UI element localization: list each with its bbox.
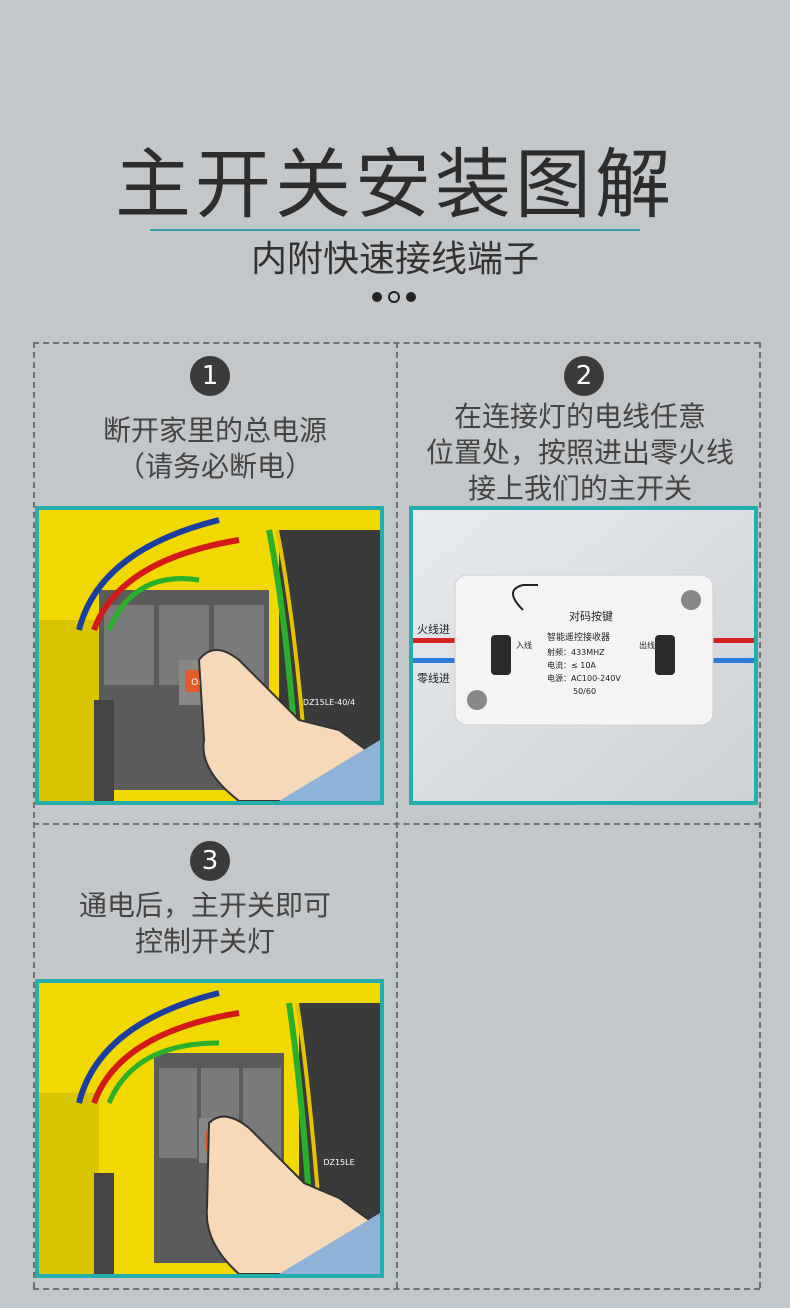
- step-2-number: 2: [564, 356, 604, 396]
- receiver-pair-key: 对码按键: [569, 609, 613, 623]
- step-1-number: 1: [190, 356, 230, 396]
- step-3-text: 通电后，主开关即可 控制开关灯: [40, 888, 370, 960]
- receiver-in-label: 入线: [516, 640, 532, 650]
- step-2-text: 在连接灯的电线任意 位置处，按照进出零火线 接上我们的主开关: [400, 399, 760, 507]
- grid-divider: [33, 342, 35, 1288]
- step-2-line1: 在连接灯的电线任意: [453, 400, 706, 433]
- live-in-label: 火线进: [417, 622, 450, 636]
- step-1-breaker-photo: ON DZ15LE-40/4: [35, 506, 384, 805]
- grid-divider: [33, 1288, 760, 1290]
- pager-dot: [372, 292, 382, 302]
- breaker-on-label: ON: [191, 678, 205, 688]
- neutral-in-label: 零线进: [417, 671, 450, 685]
- step-1-text: 断开家里的总电源 （请务必断电）: [40, 413, 390, 485]
- pager-dot: [406, 292, 416, 302]
- receiver-out-label: 出线: [639, 640, 655, 650]
- step-2-line3: 接上我们的主开关: [467, 472, 692, 505]
- step-2-line2: 位置处，按照进出零火线: [425, 436, 734, 469]
- step-3-breaker-photo: DZ15LE: [35, 979, 384, 1278]
- breaker-model-label: DZ15LE-40/4: [303, 698, 355, 707]
- step-1-line1: 断开家里的总电源: [102, 414, 327, 447]
- page-title: 主开关安装图解: [115, 140, 675, 229]
- step-3-line1: 通电后，主开关即可: [78, 889, 331, 922]
- receiver-hz: 50/60: [573, 687, 596, 696]
- receiver-current: 电流：≤ 10A: [547, 660, 596, 670]
- breaker-model-label-short: DZ15LE: [323, 1158, 354, 1167]
- page-subtitle: 内附快速接线端子: [250, 239, 539, 280]
- grid-divider: [396, 342, 398, 1288]
- step-3-line2: 控制开关灯: [134, 925, 275, 958]
- receiver-name: 智能遥控接收器: [547, 631, 610, 643]
- receiver-power: 电源：AC100-240V: [547, 673, 621, 683]
- step-3-number: 3: [190, 841, 230, 881]
- pager-dot-active: [388, 291, 400, 303]
- step-2-receiver-photo: 对码按键 智能遥控接收器 射频：433MHZ 电流：≤ 10A 电源：AC100…: [409, 506, 758, 805]
- pager-dots: [372, 290, 422, 304]
- grid-divider: [759, 342, 761, 1288]
- title-underline: [150, 229, 640, 231]
- receiver-freq: 射频：433MHZ: [547, 647, 605, 657]
- step-1-line2: （请务必断电）: [116, 450, 313, 483]
